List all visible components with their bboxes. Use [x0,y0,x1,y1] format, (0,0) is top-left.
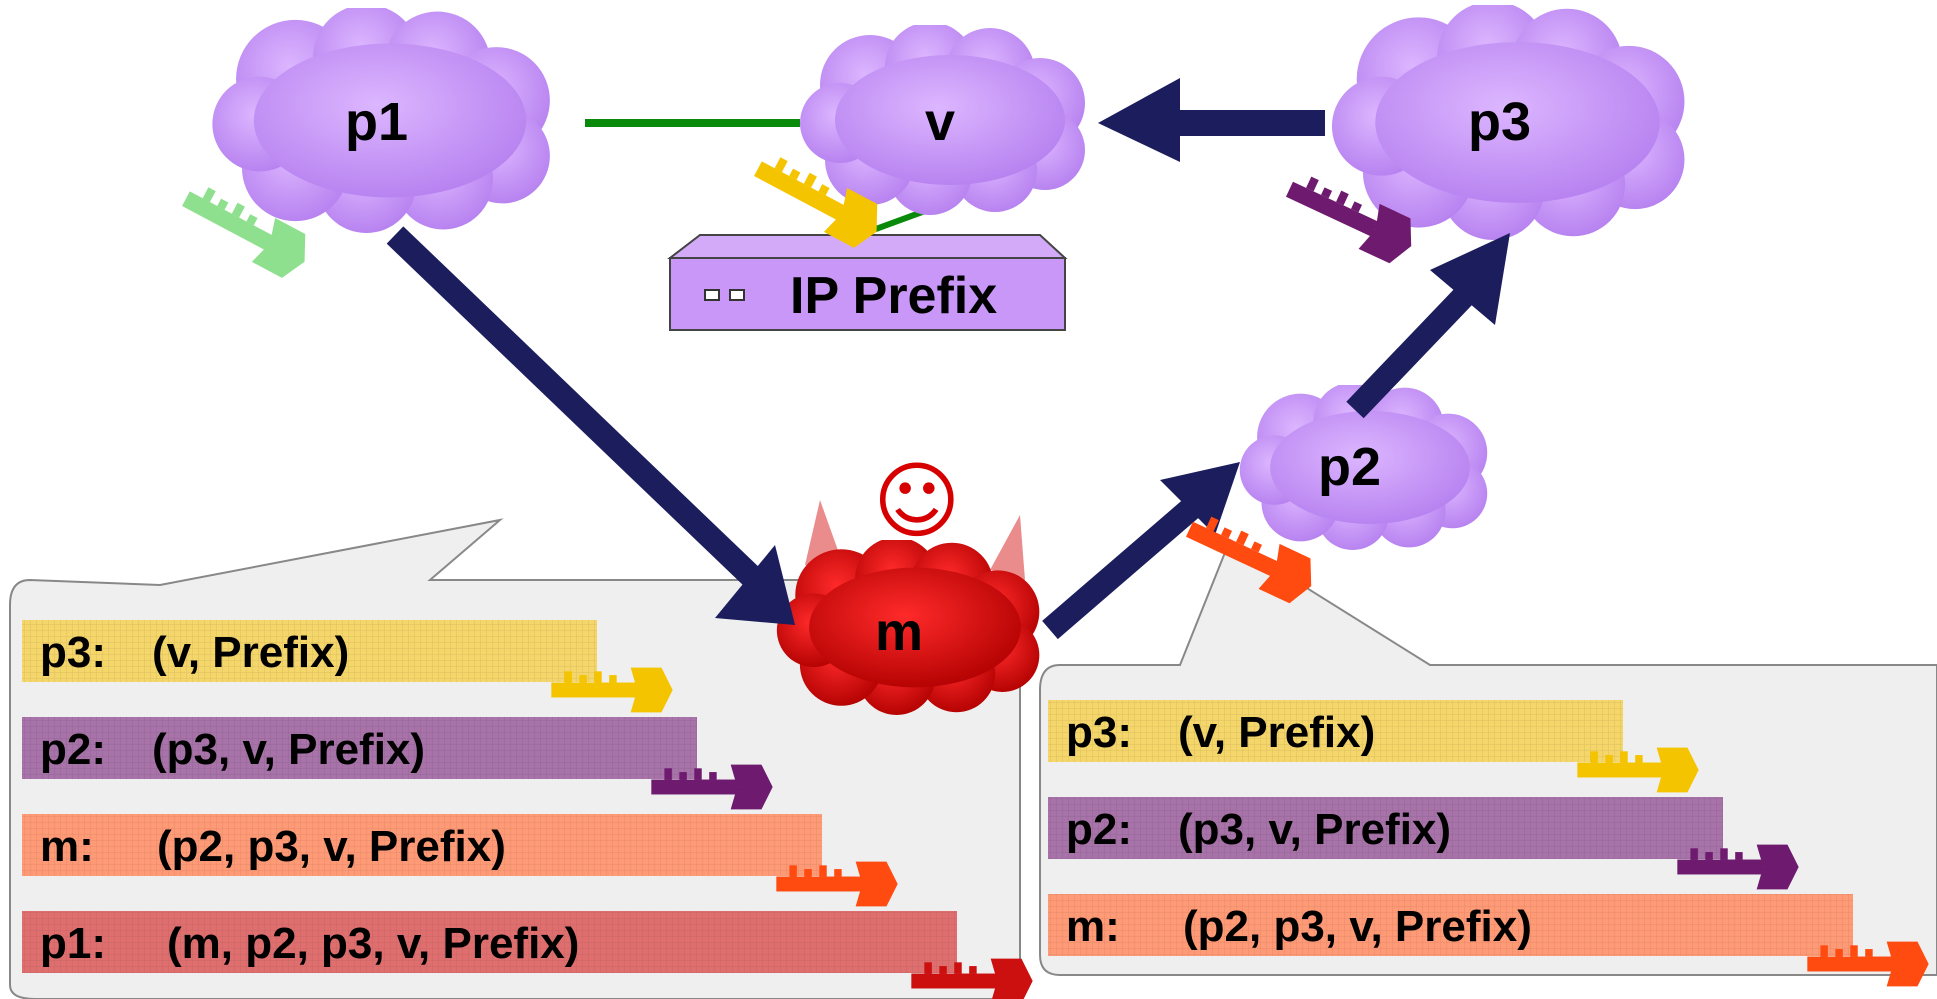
route-row-texture [1048,700,1623,762]
route-row-texture [22,814,822,876]
route-row-texture [22,620,597,682]
cloud-p3[interactable]: p3 [1331,1,1685,240]
route-row: p2: (p3, v, Prefix) [22,717,773,810]
route-row-key: p2: [40,725,106,774]
route-row: p3: (v, Prefix) [1048,700,1699,793]
route-row-path: (p2, p3, v, Prefix) [1183,902,1532,951]
route-row: p2: (p3, v, Prefix) [1048,797,1799,890]
node-label-p1: p1 [345,92,408,152]
route-row-texture [22,717,697,779]
route-row-key: p2: [1066,805,1132,854]
route-row-key: p1: [40,919,106,968]
ip-prefix-box[interactable]: IP Prefix [667,234,1068,331]
route-row-path: (v, Prefix) [1178,708,1375,757]
route-row-path: (p2, p3, v, Prefix) [157,822,506,871]
arrow-p2-to-p3 [1346,233,1510,419]
cloud-p1[interactable]: p1 [212,4,550,233]
route-row-path: (v, Prefix) [152,628,349,677]
arrow-p3-to-v [1098,78,1325,162]
smiley-icon: ☺ [873,452,961,550]
route-row-path: (p3, v, Prefix) [1178,805,1451,854]
route-row-key: m: [40,822,94,871]
arrow-m-to-p2 [1042,462,1240,640]
cloud-m[interactable]: m [776,537,1040,715]
horn-right-icon [990,515,1025,580]
right-route-table: p3: (v, Prefix) p2: (p3, v, Prefix) m: (p2, p… [1048,700,1929,987]
port-icon [729,289,745,301]
route-row: p3: (v, Prefix) [22,620,673,713]
ip-prefix-label: IP Prefix [790,267,997,325]
node-label-v: v [925,92,955,152]
left-route-table: p3: (v, Prefix) p2: (p3, v, Prefix) m: (p2, p… [22,620,1033,999]
route-row-texture [1048,894,1853,956]
route-row: p1: (m, p2, p3, v, Prefix) [22,911,1033,999]
route-row-key: p3: [40,628,106,677]
route-row: m: (p2, p3, v, Prefix) [1048,894,1929,987]
route-row-key: p3: [1066,708,1132,757]
route-row-path: (m, p2, p3, v, Prefix) [167,919,579,968]
node-label-p2: p2 [1318,437,1381,497]
route-row-path: (p3, v, Prefix) [152,725,425,774]
route-row-texture [1048,797,1723,859]
node-label-m: m [875,602,923,662]
route-row-key: m: [1066,902,1120,951]
route-row-texture [22,911,957,973]
arrow-p1-to-m [386,226,795,625]
port-icon [704,289,720,301]
cloud-p2[interactable]: p2 [1239,382,1488,550]
cloud-v[interactable]: v [800,22,1085,215]
route-row: m: (p2, p3, v, Prefix) [22,814,898,907]
node-label-p3: p3 [1468,92,1531,152]
